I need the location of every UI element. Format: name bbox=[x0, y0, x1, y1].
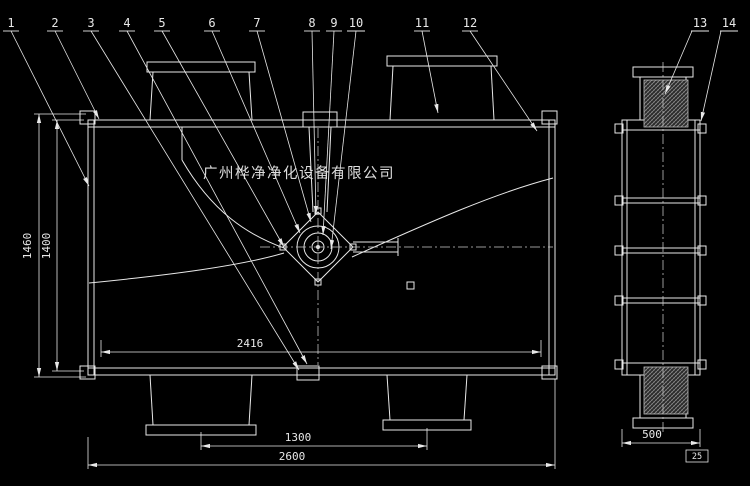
callout-13: 13 bbox=[693, 16, 707, 30]
top-duct-right bbox=[386, 55, 498, 121]
dimension-texts: 1460 1400 2416 1300 2600 500 25 bbox=[21, 233, 702, 463]
callout-11: 11 bbox=[415, 16, 429, 30]
filter-block-top bbox=[643, 79, 689, 128]
top-duct-left bbox=[146, 61, 256, 121]
callout-5: 5 bbox=[158, 16, 165, 30]
volute-curve-outlet bbox=[351, 177, 554, 258]
dim-text-2416: 2416 bbox=[237, 337, 264, 350]
callout-7: 7 bbox=[253, 16, 260, 30]
dim-text-1460: 1460 bbox=[21, 233, 34, 260]
fan-inlet-duct-right bbox=[326, 126, 332, 213]
callout-2: 2 bbox=[51, 16, 58, 30]
callout-9: 9 bbox=[330, 16, 337, 30]
bottom-center-tab bbox=[296, 365, 320, 381]
callout-8: 8 bbox=[308, 16, 315, 30]
dim-1400 bbox=[52, 119, 84, 372]
dim-small-box bbox=[685, 449, 709, 463]
dim-text-2600: 2600 bbox=[279, 450, 306, 463]
dim-2600 bbox=[87, 379, 556, 469]
volute-curve-lower bbox=[88, 252, 285, 284]
dim-500 bbox=[621, 429, 701, 447]
bottom-duct-left bbox=[145, 374, 257, 436]
fan-inlet-duct-left bbox=[308, 126, 314, 213]
side-edge-tabs bbox=[614, 123, 707, 370]
filter-block-bottom bbox=[643, 366, 689, 415]
dimensions bbox=[34, 113, 709, 469]
callout-10: 10 bbox=[349, 16, 363, 30]
callout-1: 1 bbox=[7, 16, 14, 30]
dim-text-1300: 1300 bbox=[285, 431, 312, 444]
access-marker bbox=[406, 281, 415, 290]
callout-12: 12 bbox=[463, 16, 477, 30]
callout-4: 4 bbox=[123, 16, 130, 30]
company-watermark: 广州桦净净化设备有限公司 bbox=[203, 165, 395, 182]
fan-impeller bbox=[279, 207, 399, 286]
top-center-collar bbox=[302, 111, 338, 128]
centerlines bbox=[260, 128, 553, 365]
front-view bbox=[79, 55, 558, 436]
callout-14: 14 bbox=[722, 16, 736, 30]
callout-3: 3 bbox=[87, 16, 94, 30]
front-outer-box bbox=[87, 119, 556, 376]
dim-1460 bbox=[34, 113, 86, 378]
callout-6: 6 bbox=[208, 16, 215, 30]
dim-2416 bbox=[100, 340, 542, 357]
callout-leaders bbox=[10, 30, 722, 371]
callout-labels: 1 2 3 4 5 6 7 8 9 10 11 12 13 14 bbox=[3, 16, 738, 32]
dim-text-small: 25 bbox=[692, 452, 702, 462]
inlet-cone-curve bbox=[181, 159, 285, 249]
dim-text-1400: 1400 bbox=[40, 233, 53, 260]
dim-1300 bbox=[200, 428, 428, 450]
side-view bbox=[614, 62, 707, 432]
dim-text-500: 500 bbox=[642, 428, 662, 441]
bottom-duct-right bbox=[382, 374, 472, 431]
